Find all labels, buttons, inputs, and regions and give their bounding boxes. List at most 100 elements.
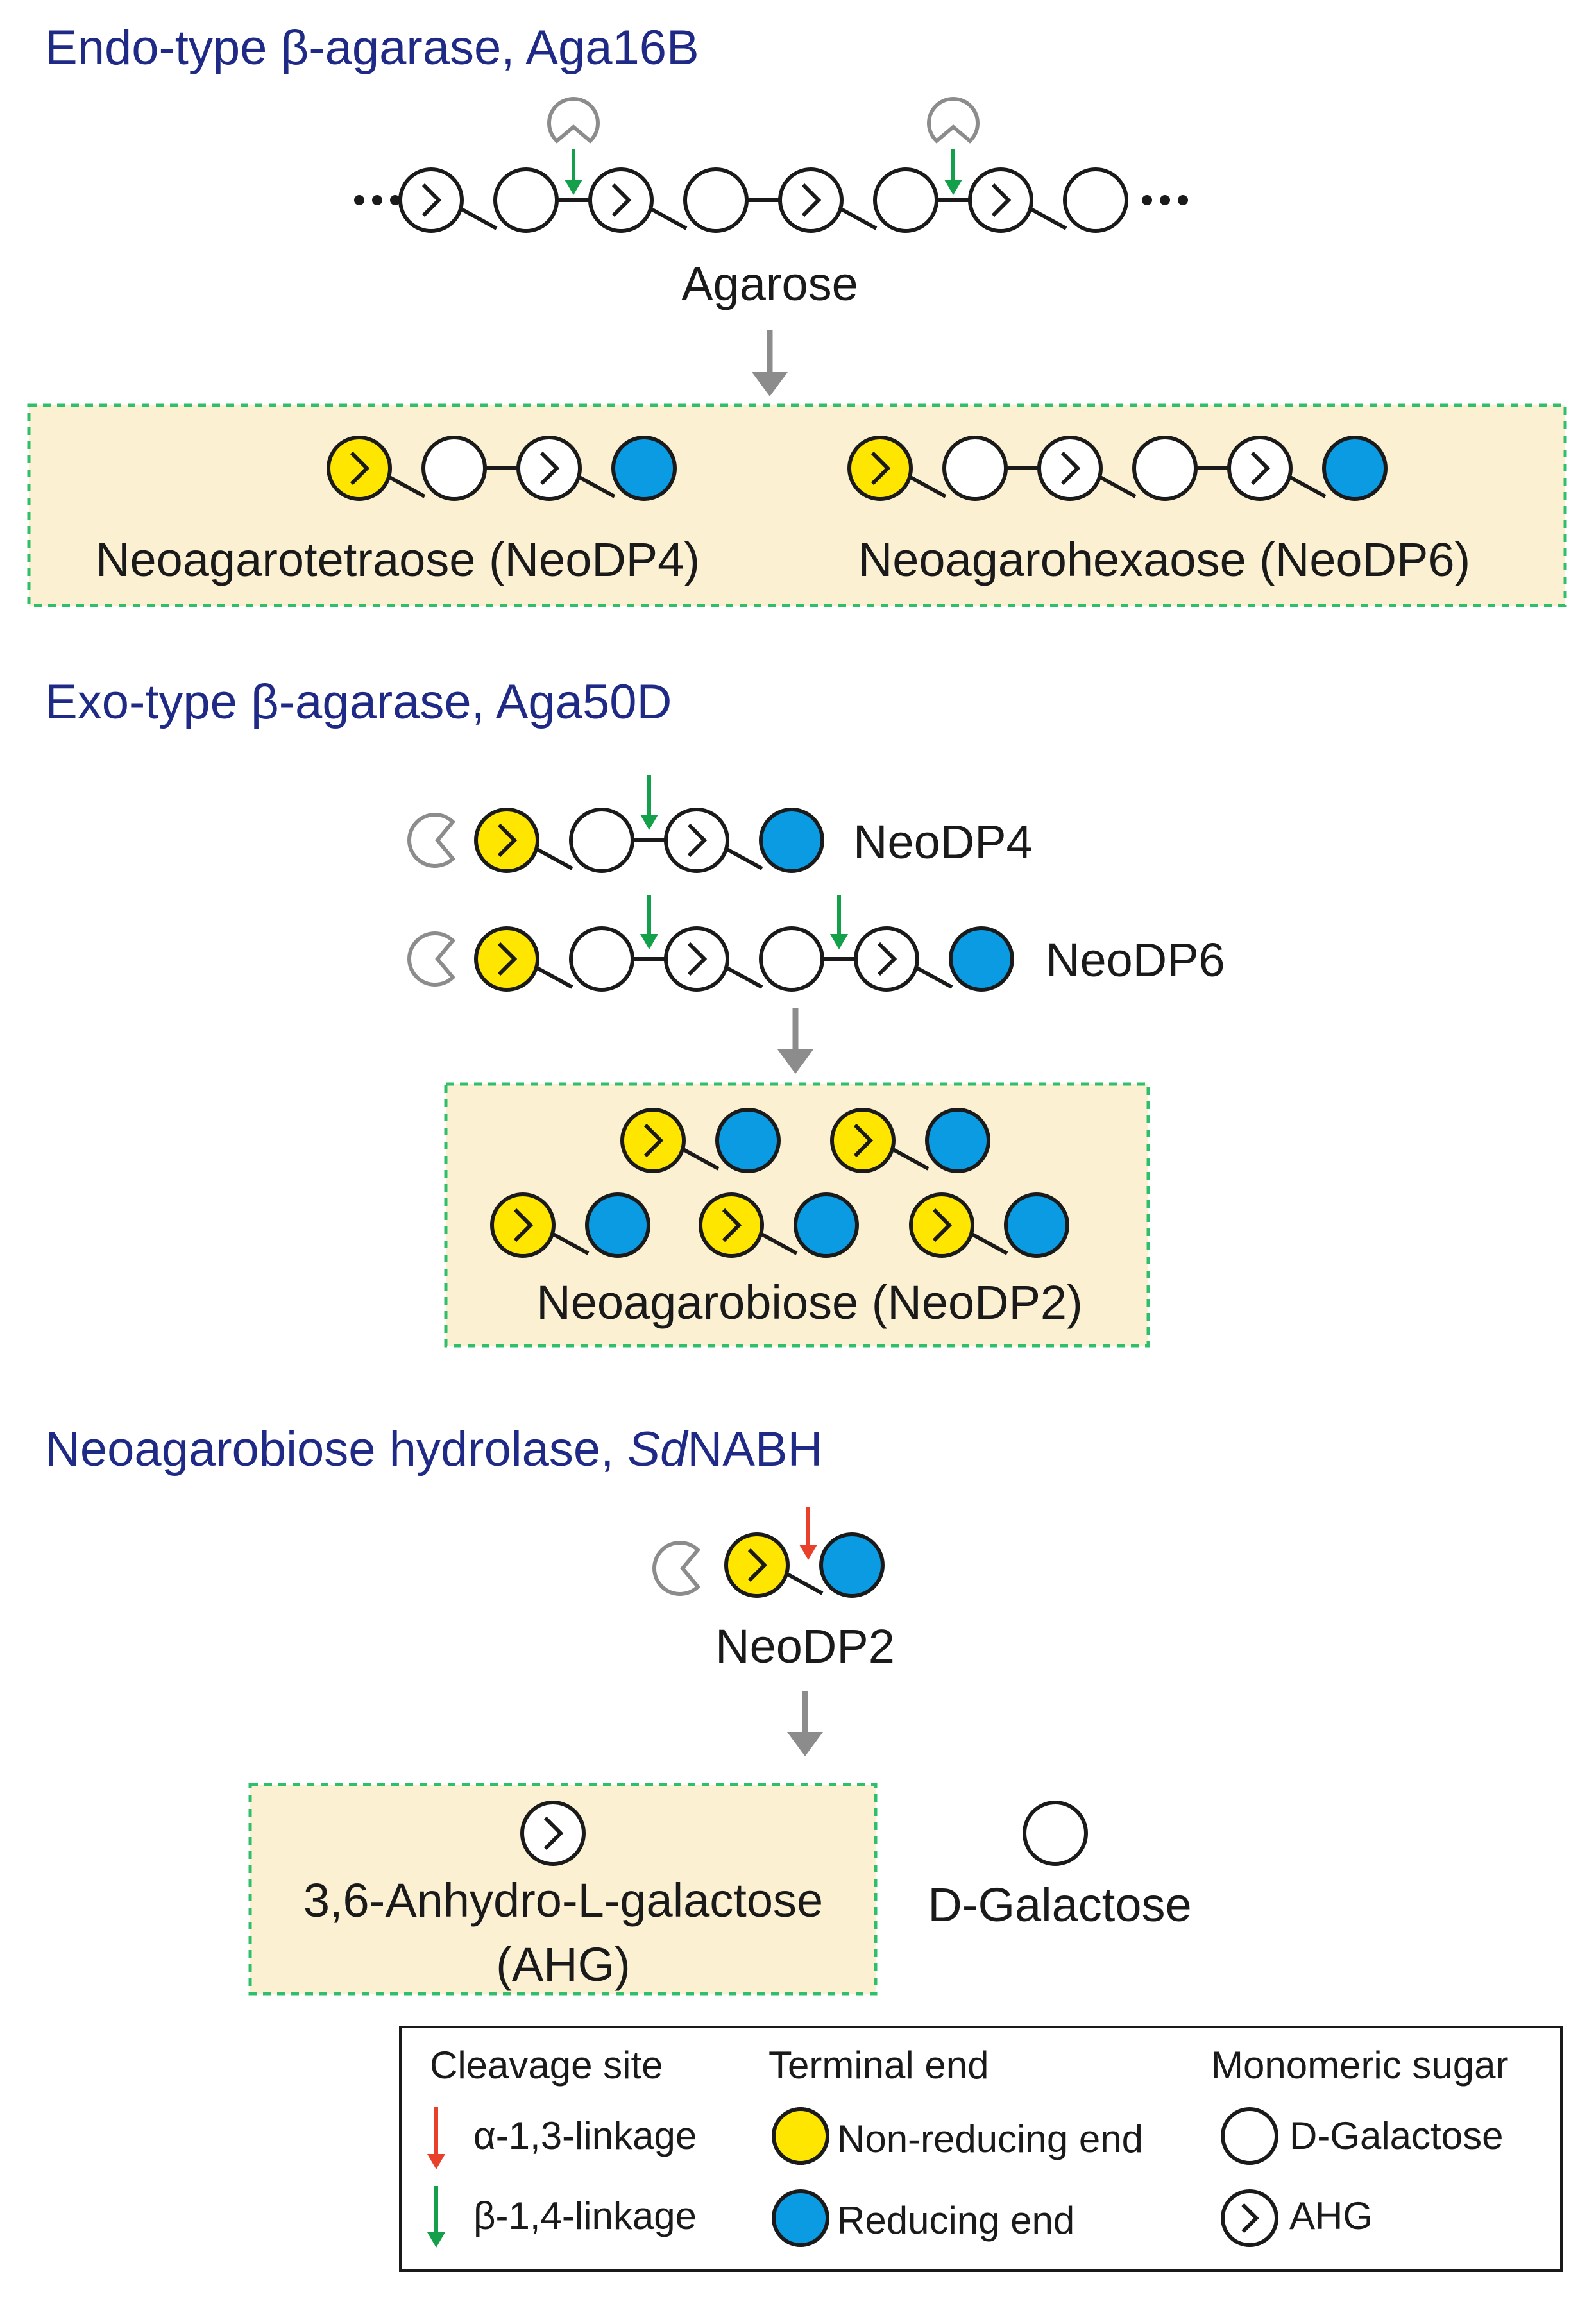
alpha-cleavage-arrow	[799, 1507, 817, 1560]
ellipsis-dot	[1160, 195, 1170, 205]
non-reducing-end-unit	[724, 1532, 790, 1598]
neodp2-dimer	[830, 1108, 990, 1173]
beta-cleavage-arrow	[640, 895, 658, 949]
ahg-unit	[778, 167, 844, 233]
endo-enzyme-icon	[547, 97, 600, 144]
non-reducing-end-icon	[772, 2107, 829, 2165]
ahg-legend-icon	[1221, 2189, 1278, 2247]
galactose-unit	[569, 808, 634, 873]
neodp6-product-chain	[847, 436, 1388, 501]
reducing-end-unit	[925, 1108, 990, 1173]
legend-terminal-heading: Terminal end	[768, 2044, 989, 2087]
alpha-linkage-arrow-icon	[427, 2107, 445, 2169]
neodp4-product-chain	[327, 436, 677, 501]
exo-enzyme-icon	[407, 931, 455, 987]
alpha-arrow-shape	[427, 2107, 445, 2169]
beta-cleavage-arrow	[565, 149, 582, 195]
neodp2-product-label: Neoagarobiose (NeoDP2)	[536, 1276, 1082, 1329]
legend-ahg-label: AHG	[1289, 2194, 1373, 2237]
galactose-unit	[942, 436, 1008, 501]
non-reducing-end-unit	[620, 1108, 686, 1173]
exo-neodp6-chain	[407, 895, 1014, 992]
legend-galactose-label: D-Galactose	[1289, 2114, 1503, 2157]
reducing-end-unit	[611, 436, 677, 501]
ahg-unit	[588, 167, 654, 233]
exo-section-title: Exo-type β-agarase, Aga50D	[45, 675, 672, 729]
galactose-unit	[493, 167, 559, 233]
reducing-end-unit	[1004, 1192, 1069, 1258]
ahg-product-label-line1: 3,6-Anhydro-L-galactose	[303, 1874, 823, 1927]
agarose-chain	[354, 97, 1188, 233]
ahg-unit	[968, 167, 1033, 233]
reducing-end-unit	[759, 808, 824, 873]
hydrolase-section-title: Neoagarobiose hydrolase, SdNABH	[45, 1422, 823, 1477]
ahg-unit	[664, 808, 729, 873]
exo-neodp6-label: NeoDP6	[1046, 933, 1225, 987]
process-arrow-2	[777, 1008, 813, 1074]
galactose-unit	[759, 926, 824, 992]
ahg-unit	[1221, 2189, 1278, 2247]
neodp2-product-dimers	[490, 1108, 1069, 1258]
galactose-monomer	[1023, 1801, 1088, 1866]
galactose-unit	[1132, 436, 1198, 501]
galactose-unit	[1063, 167, 1128, 233]
galactose-unit	[1023, 1801, 1088, 1866]
ahg-unit	[1227, 436, 1293, 501]
ellipsis-dot	[1142, 195, 1152, 205]
exo-neodp4-chain	[407, 775, 824, 873]
galactose-legend-icon	[1221, 2107, 1278, 2165]
legend-alpha-label: α-1,3-linkage	[473, 2114, 697, 2157]
ellipsis-dot	[390, 195, 400, 205]
ahg-unit	[520, 1801, 586, 1866]
exo-enzyme-icon	[407, 813, 455, 868]
hydrolase-substrate-label: NeoDP2	[715, 1620, 895, 1673]
ahg-unit	[664, 926, 729, 992]
ahg-unit	[516, 436, 582, 501]
neodp2-dimer	[909, 1192, 1069, 1258]
ellipsis-dot	[1178, 195, 1188, 205]
reducing-end-unit	[1322, 436, 1388, 501]
galactose-unit	[421, 436, 487, 501]
reducing-end-unit	[585, 1192, 650, 1258]
endo-products-box	[27, 403, 1567, 607]
beta-cleavage-arrow	[640, 775, 658, 830]
neodp2-dimer	[699, 1192, 859, 1258]
galactose-unit	[683, 167, 749, 233]
ahg-unit	[1037, 436, 1103, 501]
ellipsis-dot	[354, 195, 364, 205]
legend-cleavage-heading: Cleavage site	[430, 2044, 663, 2087]
process-arrow-3	[787, 1691, 823, 1756]
legend-box	[399, 2026, 1563, 2272]
legend-reducing-label: Reducing end	[837, 2199, 1074, 2242]
legend-beta-label: β-1,4-linkage	[473, 2194, 697, 2237]
legend-monomer-heading: Monomeric sugar	[1211, 2044, 1509, 2087]
process-arrow-1	[752, 330, 788, 396]
non-reducing-end-unit	[474, 926, 539, 992]
hydrolase-enzyme-icon	[652, 1541, 700, 1596]
neodp4-product-label: Neoagarotetraose (NeoDP4)	[96, 533, 700, 586]
non-reducing-end-unit	[490, 1192, 556, 1258]
neodp6-product-label: Neoagarohexaose (NeoDP6)	[858, 533, 1470, 586]
non-reducing-end-unit	[327, 436, 392, 501]
reducing-end-icon	[772, 2189, 829, 2247]
beta-arrow-shape	[427, 2186, 445, 2248]
endo-enzyme-icon	[927, 97, 980, 144]
non-reducing-end-unit	[699, 1192, 764, 1258]
endo-section-title: Endo-type β-agarase, Aga16B	[45, 21, 699, 75]
reducing-end-unit	[715, 1108, 781, 1173]
ellipsis-dot	[372, 195, 382, 205]
reducing-end-unit	[949, 926, 1014, 992]
reducing-end-unit	[819, 1532, 885, 1598]
reducing-end-unit	[794, 1192, 859, 1258]
ahg-monomer	[520, 1801, 586, 1866]
neodp2-dimer	[490, 1192, 650, 1258]
galactose-unit	[1221, 2107, 1278, 2165]
beta-cleavage-arrow	[944, 149, 962, 195]
reducing-end-unit	[772, 2189, 829, 2247]
ahg-unit	[398, 167, 464, 233]
agarose-label: Agarose	[681, 257, 858, 310]
hydrolase-neodp2-chain	[652, 1507, 885, 1598]
beta-linkage-arrow-icon	[427, 2186, 445, 2248]
